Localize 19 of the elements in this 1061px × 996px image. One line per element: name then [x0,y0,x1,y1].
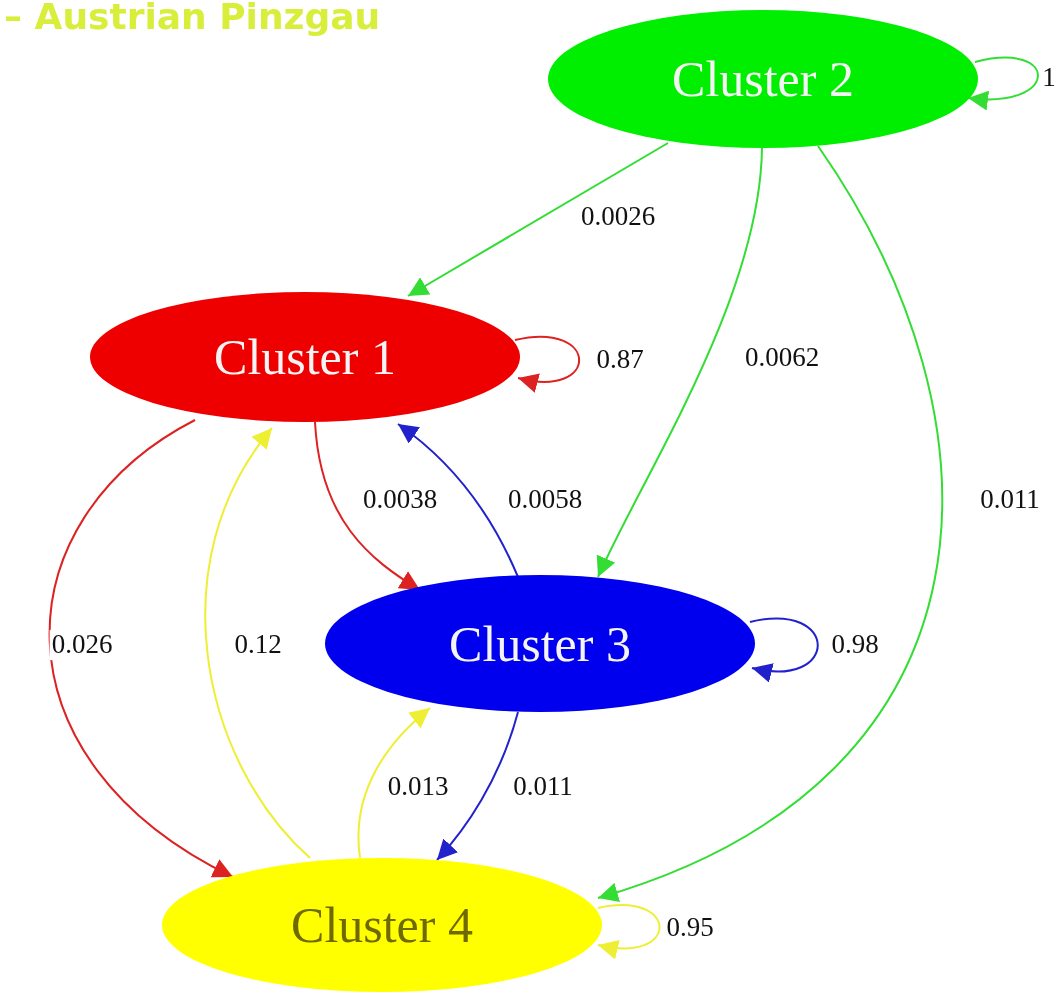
arrow [597,147,763,578]
arrow [967,56,1039,110]
arrow [407,142,669,297]
arrow [749,617,819,682]
arrow [357,707,431,859]
node-label: Cluster 2 [672,50,854,108]
arrow [397,423,519,578]
title: – Austrian Pinzgau [4,0,381,37]
node-label: Cluster 4 [291,896,473,954]
arrow [314,421,421,591]
arrow [597,145,944,901]
node-label: Cluster 3 [449,614,631,673]
arrow [436,711,519,861]
arrow [514,335,581,392]
arrow [204,427,311,859]
arrow [597,904,661,959]
edge-label: 0.026 [49,630,115,660]
node-label: Cluster 1 [214,328,396,386]
arrow [48,419,234,878]
